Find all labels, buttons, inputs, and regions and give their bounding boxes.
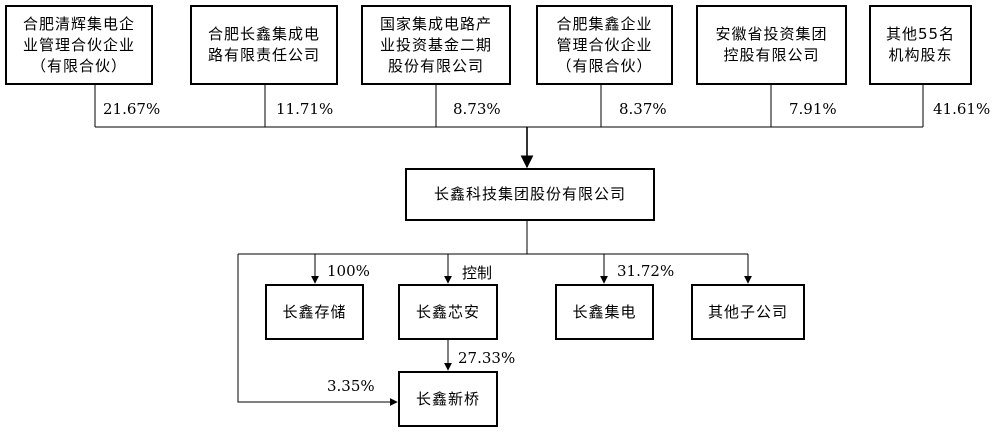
shareholder-box-5: 安徽省投资集团控股有限公司 — [696, 5, 847, 85]
shareholder-2-percent: 11.71% — [276, 100, 334, 118]
shareholder-1-percent: 21.67% — [103, 100, 161, 118]
shareholder-box-4: 合肥集鑫企业管理合伙企业（有限合伙） — [536, 5, 673, 85]
shareholder-box-3: 国家集成电路产业投资基金二期股份有限公司 — [361, 5, 511, 85]
shareholder-5-percent: 7.91% — [789, 100, 837, 118]
subsidiary-box-jidian: 长鑫集电 — [555, 284, 654, 340]
subsidiary-box-xinan: 长鑫芯安 — [398, 284, 498, 340]
cunchu-relation-label: 100% — [327, 262, 370, 280]
subsidiary-box-other: 其他子公司 — [691, 284, 805, 340]
parent-to-xinqiao-percent: 3.35% — [327, 377, 375, 395]
grandchild-box-xinqiao: 长鑫新桥 — [398, 371, 498, 427]
shareholder-box-2: 合肥长鑫集成电路有限责任公司 — [190, 5, 338, 85]
parent-company-box: 长鑫科技集团股份有限公司 — [405, 168, 655, 221]
jidian-relation-label: 31.72% — [617, 262, 675, 280]
shareholder-4-percent: 8.37% — [619, 100, 667, 118]
xinan-to-xinqiao-percent: 27.33% — [458, 349, 516, 367]
subsidiary-box-cunchu: 长鑫存储 — [265, 284, 364, 340]
parent-to-xinqiao-arrow — [237, 254, 398, 406]
shareholder-3-percent: 8.73% — [453, 100, 501, 118]
shareholder-box-6: 其他55名机构股东 — [869, 5, 972, 85]
shareholder-6-percent: 41.61% — [933, 100, 991, 118]
xinan-relation-label: 控制 — [462, 264, 493, 282]
shareholder-box-1: 合肥清辉集电企业管理合伙企业（有限合伙） — [5, 5, 153, 85]
